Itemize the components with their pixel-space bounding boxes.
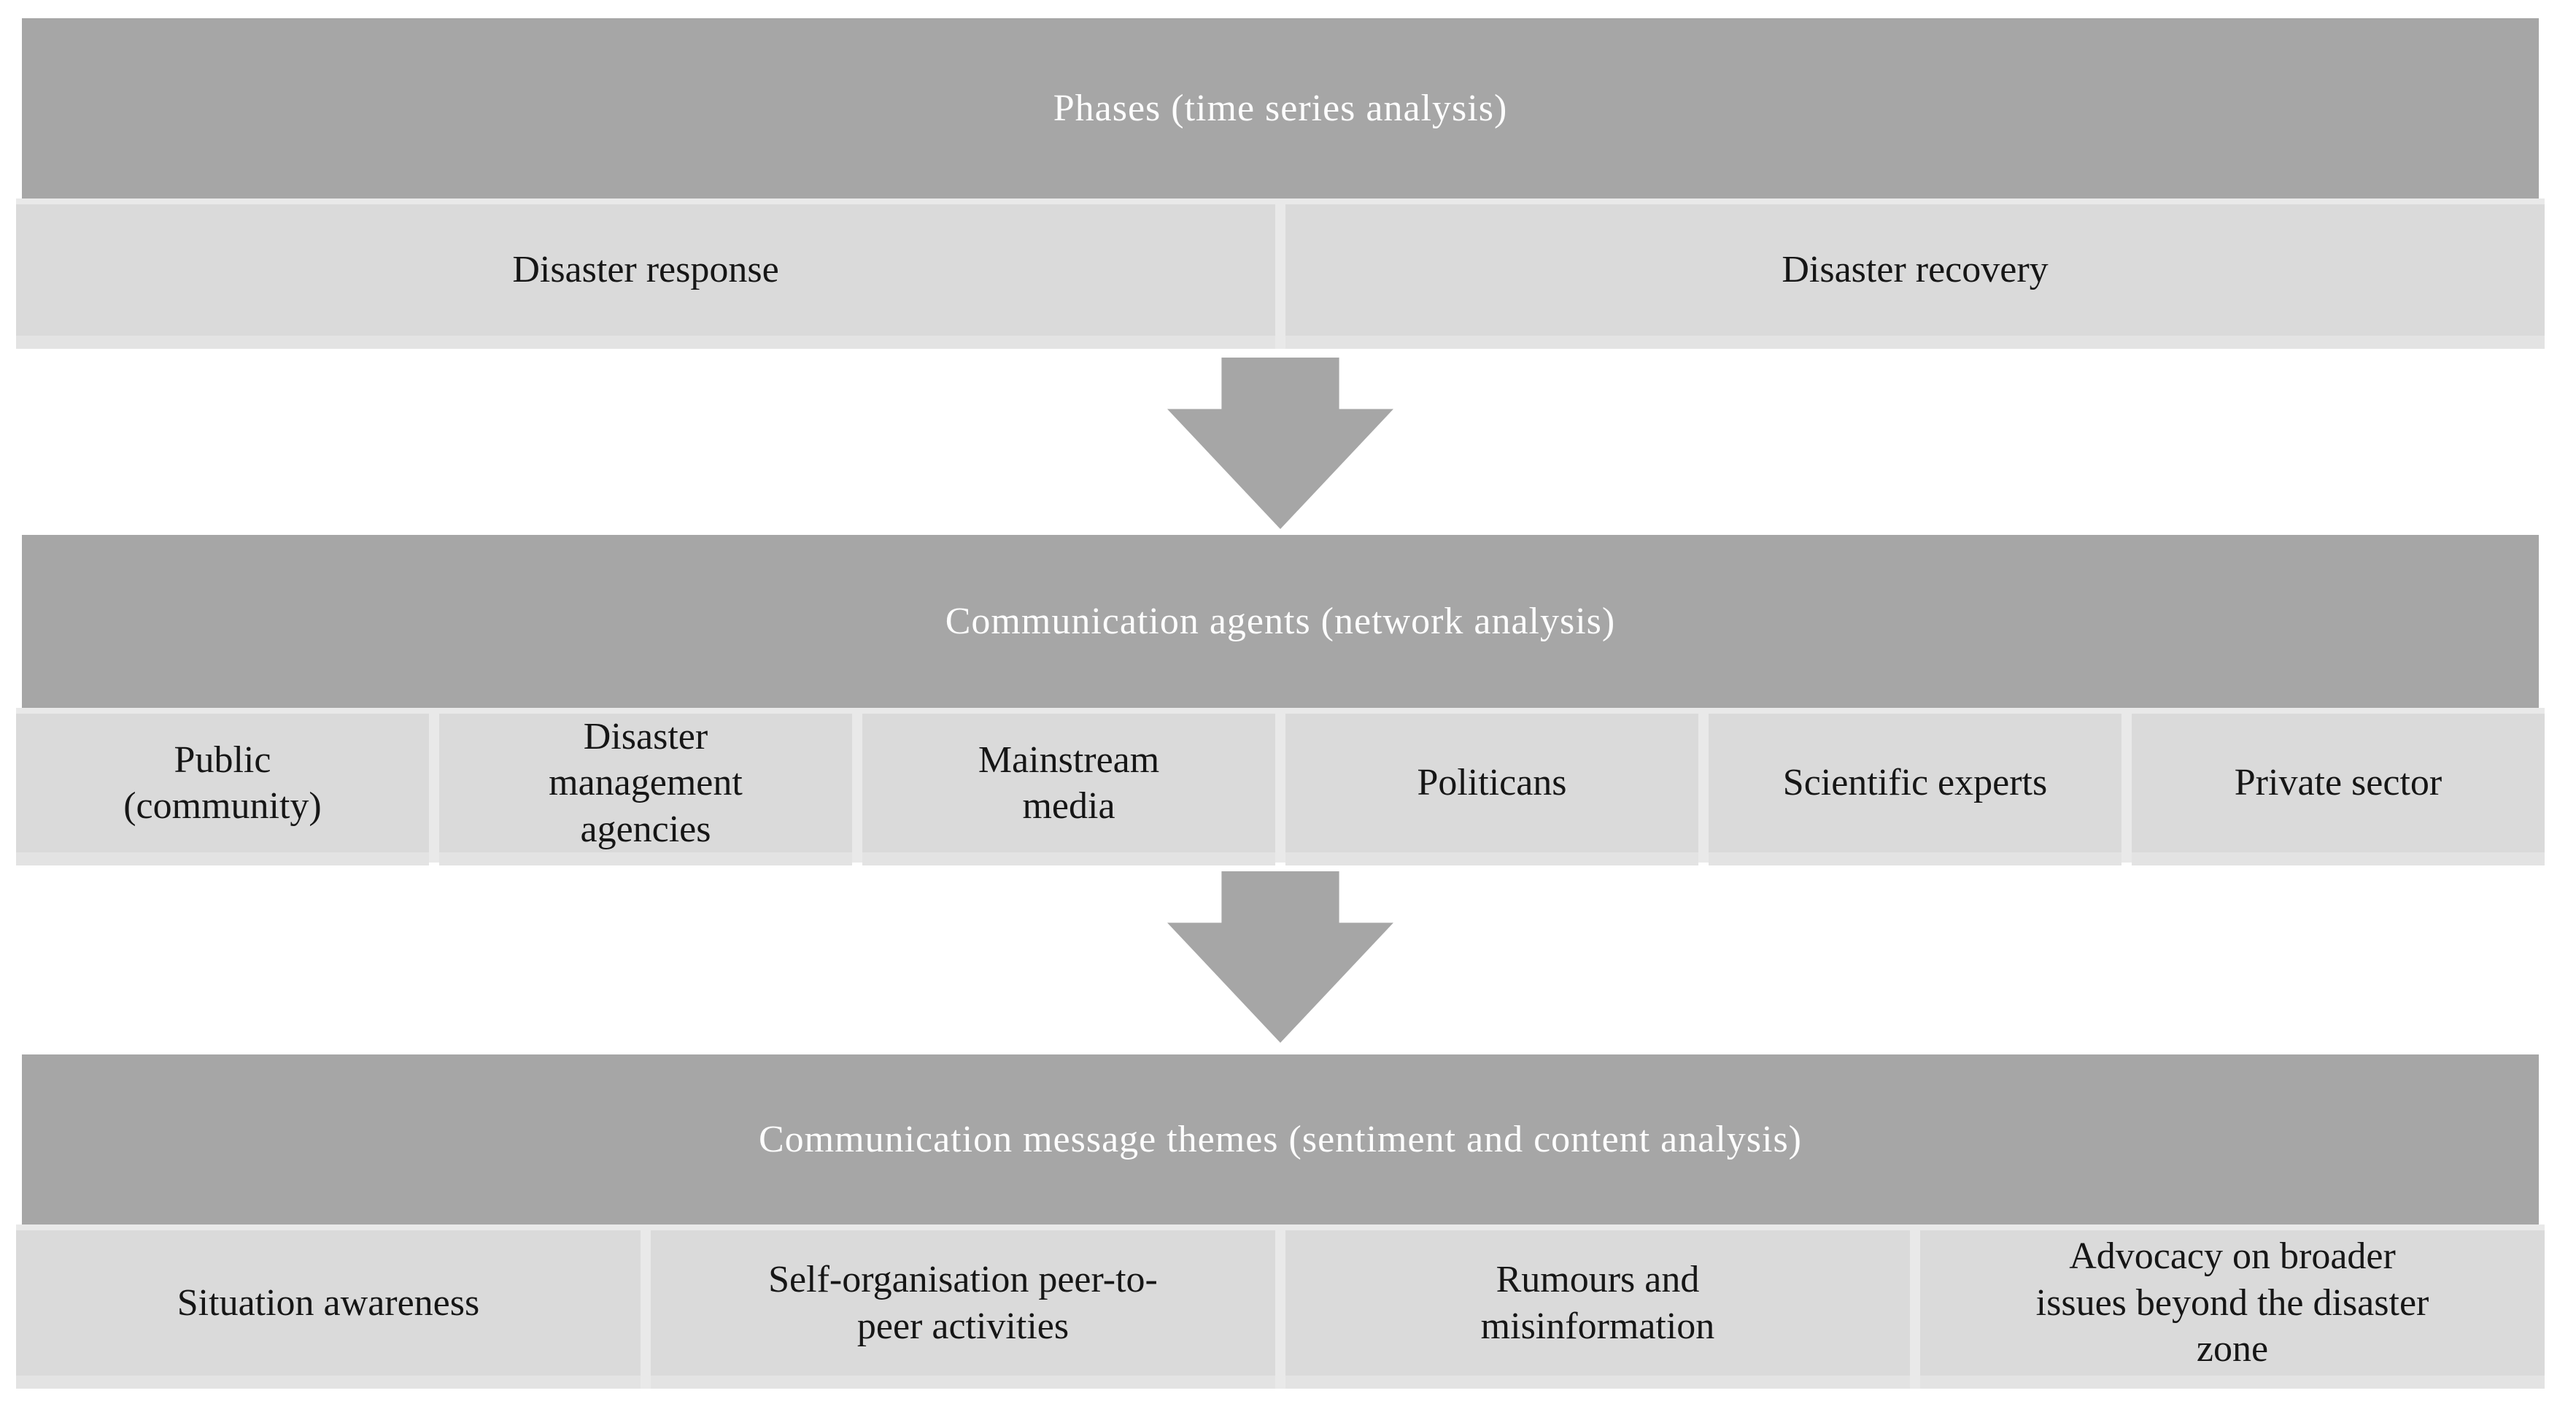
cell-bottom-strip (439, 852, 852, 866)
cell-bottom-strip (1709, 852, 2121, 866)
agents-row: Public (community) Disaster management a… (16, 708, 2545, 866)
cell-bottom-strip (16, 852, 429, 866)
down-arrow-icon (1167, 358, 1393, 529)
cell-bottom-strip (16, 336, 1275, 349)
cell-advocacy-broader-issues: Advocacy on broader issues beyond the di… (1920, 1230, 2545, 1389)
cell-body: Scientific experts (1709, 714, 2121, 853)
cell-disaster-recovery: Disaster recovery (1285, 204, 2545, 349)
cell-body: Disaster management agencies (439, 714, 852, 853)
cell-body: Disaster response (16, 204, 1275, 336)
phases-row: Disaster response Disaster recovery (16, 198, 2545, 349)
cell-disaster-management-agencies: Disaster management agencies (439, 714, 852, 866)
cell-public-community: Public (community) (16, 714, 429, 866)
cell-label: Public (community) (123, 738, 322, 828)
cell-label: Disaster recovery (1782, 249, 2049, 291)
phases-header-title: Phases (time series analysis) (1053, 88, 1508, 129)
cell-politicans: Politicans (1285, 714, 1698, 866)
cell-label: Scientific experts (1782, 762, 2048, 804)
cell-label: Disaster response (512, 249, 779, 291)
arrow-zone-1 (16, 349, 2545, 535)
cell-body: Public (community) (16, 714, 429, 853)
themes-header-band: Communication message themes (sentiment … (22, 1054, 2539, 1224)
cell-label: Situation awareness (177, 1281, 480, 1324)
cell-bottom-strip (1920, 1376, 2545, 1389)
cell-label: Private sector (2234, 762, 2442, 804)
cell-label: Rumours and misinformation (1480, 1259, 1715, 1347)
cell-body: Mainstream media (862, 714, 1275, 853)
section-phases: Phases (time series analysis) Disaster r… (16, 18, 2545, 349)
cell-label: Advocacy on broader issues beyond the di… (2035, 1235, 2429, 1370)
cell-self-organisation: Self-organisation peer-to- peer activiti… (651, 1230, 1275, 1389)
cell-bottom-strip (651, 1376, 1275, 1389)
cell-disaster-response: Disaster response (16, 204, 1275, 349)
cell-bottom-strip (1285, 852, 1698, 866)
cell-bottom-strip (1285, 336, 2545, 349)
cell-body: Politicans (1285, 714, 1698, 853)
arrow-zone-2 (16, 863, 2545, 1054)
cell-label: Mainstream media (978, 738, 1160, 828)
cell-body: Disaster recovery (1285, 204, 2545, 336)
cell-bottom-strip (16, 1376, 641, 1389)
cell-label: Politicans (1417, 762, 1567, 804)
cell-rumours-misinformation: Rumours and misinformation (1285, 1230, 1910, 1389)
cell-label: Disaster management agencies (549, 716, 743, 850)
cell-body: Situation awareness (16, 1230, 641, 1376)
cell-body: Private sector (2132, 714, 2545, 853)
cell-body: Advocacy on broader issues beyond the di… (1920, 1230, 2545, 1376)
cell-bottom-strip (862, 852, 1275, 866)
cell-body: Self-organisation peer-to- peer activiti… (651, 1230, 1275, 1376)
flow-diagram: Phases (time series analysis) Disaster r… (16, 18, 2545, 1389)
cell-label: Self-organisation peer-to- peer activiti… (768, 1259, 1158, 1347)
cell-bottom-strip (2132, 852, 2545, 866)
down-arrow-icon (1167, 871, 1393, 1043)
agents-header-title: Communication agents (network analysis) (945, 601, 1616, 642)
agents-header-band: Communication agents (network analysis) (22, 535, 2539, 708)
themes-header-title: Communication message themes (sentiment … (758, 1119, 1802, 1160)
cell-scientific-experts: Scientific experts (1709, 714, 2121, 866)
phases-header-band: Phases (time series analysis) (22, 18, 2539, 198)
cell-mainstream-media: Mainstream media (862, 714, 1275, 866)
section-themes: Communication message themes (sentiment … (16, 1054, 2545, 1389)
cell-private-sector: Private sector (2132, 714, 2545, 866)
cell-body: Rumours and misinformation (1285, 1230, 1910, 1376)
cell-situation-awareness: Situation awareness (16, 1230, 641, 1389)
section-agents: Communication agents (network analysis) … (16, 535, 2545, 866)
cell-bottom-strip (1285, 1376, 1910, 1389)
themes-row: Situation awareness Self-organisation pe… (16, 1224, 2545, 1389)
